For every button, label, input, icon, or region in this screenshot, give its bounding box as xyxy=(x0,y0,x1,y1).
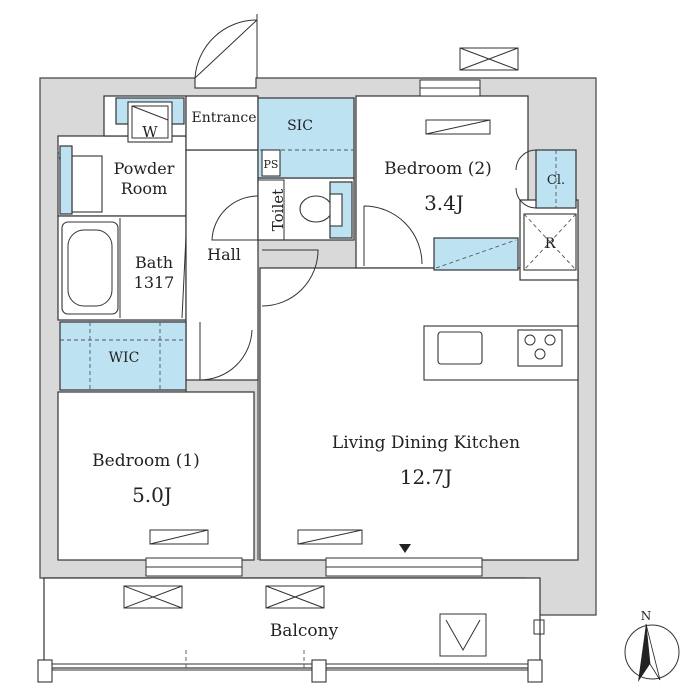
cooktop xyxy=(517,329,563,367)
bath-size: 1317 xyxy=(134,273,175,292)
evacuation-hatch xyxy=(439,613,487,657)
kitchen-sink xyxy=(437,331,483,365)
ceiling-vent-ldk xyxy=(297,529,363,545)
north-arrow-icon xyxy=(638,624,650,682)
ldk-name: Living Dining Kitchen xyxy=(332,433,520,453)
sic-label: SIC xyxy=(287,118,313,134)
closet-label: Cl. xyxy=(547,173,565,188)
burner-icon xyxy=(524,334,556,360)
ldk-room xyxy=(259,267,579,561)
washer-label: W xyxy=(142,123,158,141)
balcony-unit-1 xyxy=(123,585,183,609)
bathtub xyxy=(61,221,119,315)
washer-machine xyxy=(127,101,173,143)
toilet-bowl xyxy=(299,195,333,223)
balcony-unit-2 xyxy=(265,585,325,609)
bath-name: Bath xyxy=(135,253,173,272)
toilet-label: Toilet xyxy=(269,189,287,231)
ldk-door-arc xyxy=(261,249,319,307)
powder-room-label-1: Powder xyxy=(114,159,175,178)
vanity-shelf xyxy=(59,145,73,215)
balcony-label: Balcony xyxy=(270,621,339,641)
ldk-size: 12.7J xyxy=(400,465,453,489)
wic-label: WIC xyxy=(109,350,140,366)
ceiling-vent-bedroom2 xyxy=(425,119,491,135)
bedroom1-name: Bedroom (1) xyxy=(92,451,200,471)
fridge-label: R xyxy=(545,236,556,252)
ps-shaft xyxy=(261,149,281,177)
powder-room-label-2: Room xyxy=(121,179,167,198)
entrance-label: Entrance xyxy=(191,110,256,126)
bedroom1-size: 5.0J xyxy=(132,483,172,507)
top-vent xyxy=(459,47,519,71)
entry-marker-icon xyxy=(399,544,411,553)
vanity xyxy=(71,155,103,213)
north-label: N xyxy=(641,609,652,623)
ceiling-vent-bedroom1 xyxy=(149,529,209,545)
hall-door-arc xyxy=(211,195,259,241)
north-compass: N xyxy=(624,609,680,682)
bedroom2-name: Bedroom (2) xyxy=(384,159,492,179)
entrance-door xyxy=(194,19,258,79)
hall-label: Hall xyxy=(207,245,241,264)
bedroom2-size: 3.4J xyxy=(424,191,464,215)
bedroom2-door-arc xyxy=(363,205,423,266)
hall xyxy=(185,149,259,381)
bedroom1-door-arc xyxy=(199,322,253,381)
ps-label: PS xyxy=(264,158,279,171)
